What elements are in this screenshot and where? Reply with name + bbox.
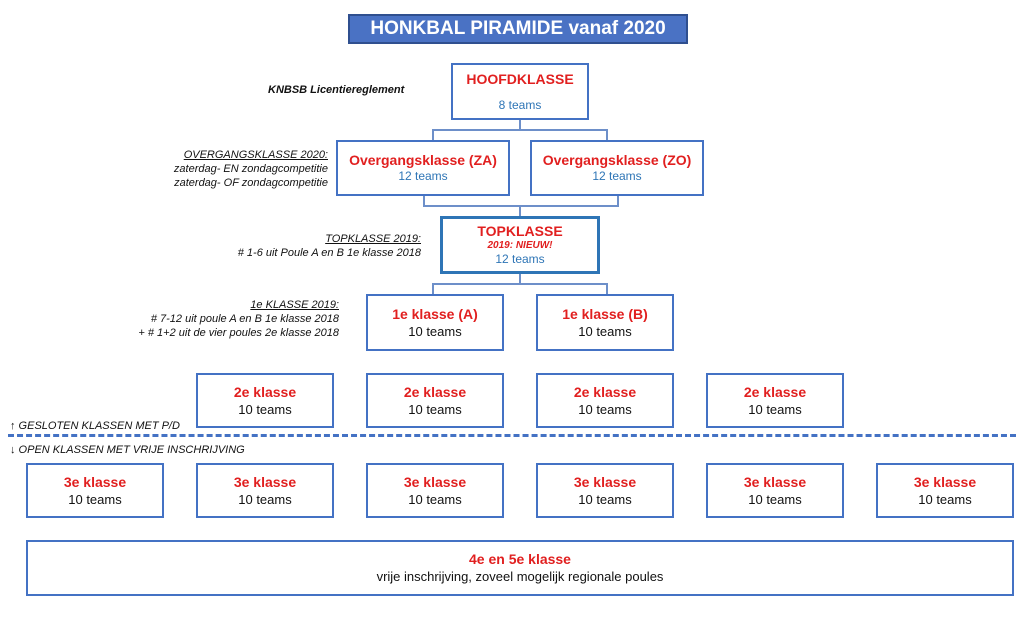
connector-line [432,129,434,141]
connector-line [617,196,619,206]
tweede-klasse-box-4: 2e klasse 10 teams [706,373,844,428]
tweede-klasse-box-3: 2e klasse 10 teams [536,373,674,428]
topklasse-note: TOPKLASSE 2019: # 1-6 uit Poule A en B 1… [237,233,421,259]
topklasse-box: TOPKLASSE 2019: NIEUW! 12 teams [440,216,600,274]
eerste-klasse-note: 1e KLASSE 2019: # 7-12 uit poule A en B … [138,299,339,339]
connector-line [606,129,608,141]
connector-line [432,129,608,131]
tweede-klasse-box-2: 2e klasse 10 teams [366,373,504,428]
overgangsklasse-zo-box: Overgangsklasse (ZO) 12 teams [530,140,704,196]
overgangsklasse-za-box: Overgangsklasse (ZA) 12 teams [336,140,510,196]
topklasse-tag: 2019: NIEUW! [487,240,553,251]
connector-line [606,283,608,295]
hoofdklasse-teams: 8 teams [498,97,542,112]
open-label: ↓ OPEN KLASSEN MET VRIJE INSCHRIJVING [10,444,245,456]
connector-line [423,196,425,206]
gesloten-label: ↑ GESLOTEN KLASSEN MET P/D [10,420,180,432]
connector-line [519,274,521,284]
eerste-klasse-b-box: 1e klasse (B) 10 teams [536,294,674,351]
hoofdklasse-name: HOOFDKLASSE [466,70,574,87]
derde-klasse-box-4: 3e klasse 10 teams [536,463,674,518]
vierde-vijfde-klasse-box: 4e en 5e klasse vrije inschrijving, zove… [26,540,1014,596]
derde-klasse-box-1: 3e klasse 10 teams [26,463,164,518]
connector-line [423,205,619,207]
tweede-klasse-box-1: 2e klasse 10 teams [196,373,334,428]
page-title: HONKBAL PIRAMIDE vanaf 2020 [348,14,688,44]
hoofdklasse-box: HOOFDKLASSE 8 teams [451,63,589,120]
eerste-klasse-a-box: 1e klasse (A) 10 teams [366,294,504,351]
derde-klasse-box-3: 3e klasse 10 teams [366,463,504,518]
connector-line [432,283,434,295]
overgang-note: OVERGANGSKLASSE 2020: zaterdag- EN zonda… [173,149,328,189]
connector-line [432,283,608,285]
derde-klasse-box-2: 3e klasse 10 teams [196,463,334,518]
connector-line [519,120,521,130]
derde-klasse-box-6: 3e klasse 10 teams [876,463,1014,518]
connector-line [519,205,521,217]
derde-klasse-box-5: 3e klasse 10 teams [706,463,844,518]
hoofdklasse-note: KNBSB Licentiereglement [268,84,405,96]
divider-dashed [8,434,1016,437]
